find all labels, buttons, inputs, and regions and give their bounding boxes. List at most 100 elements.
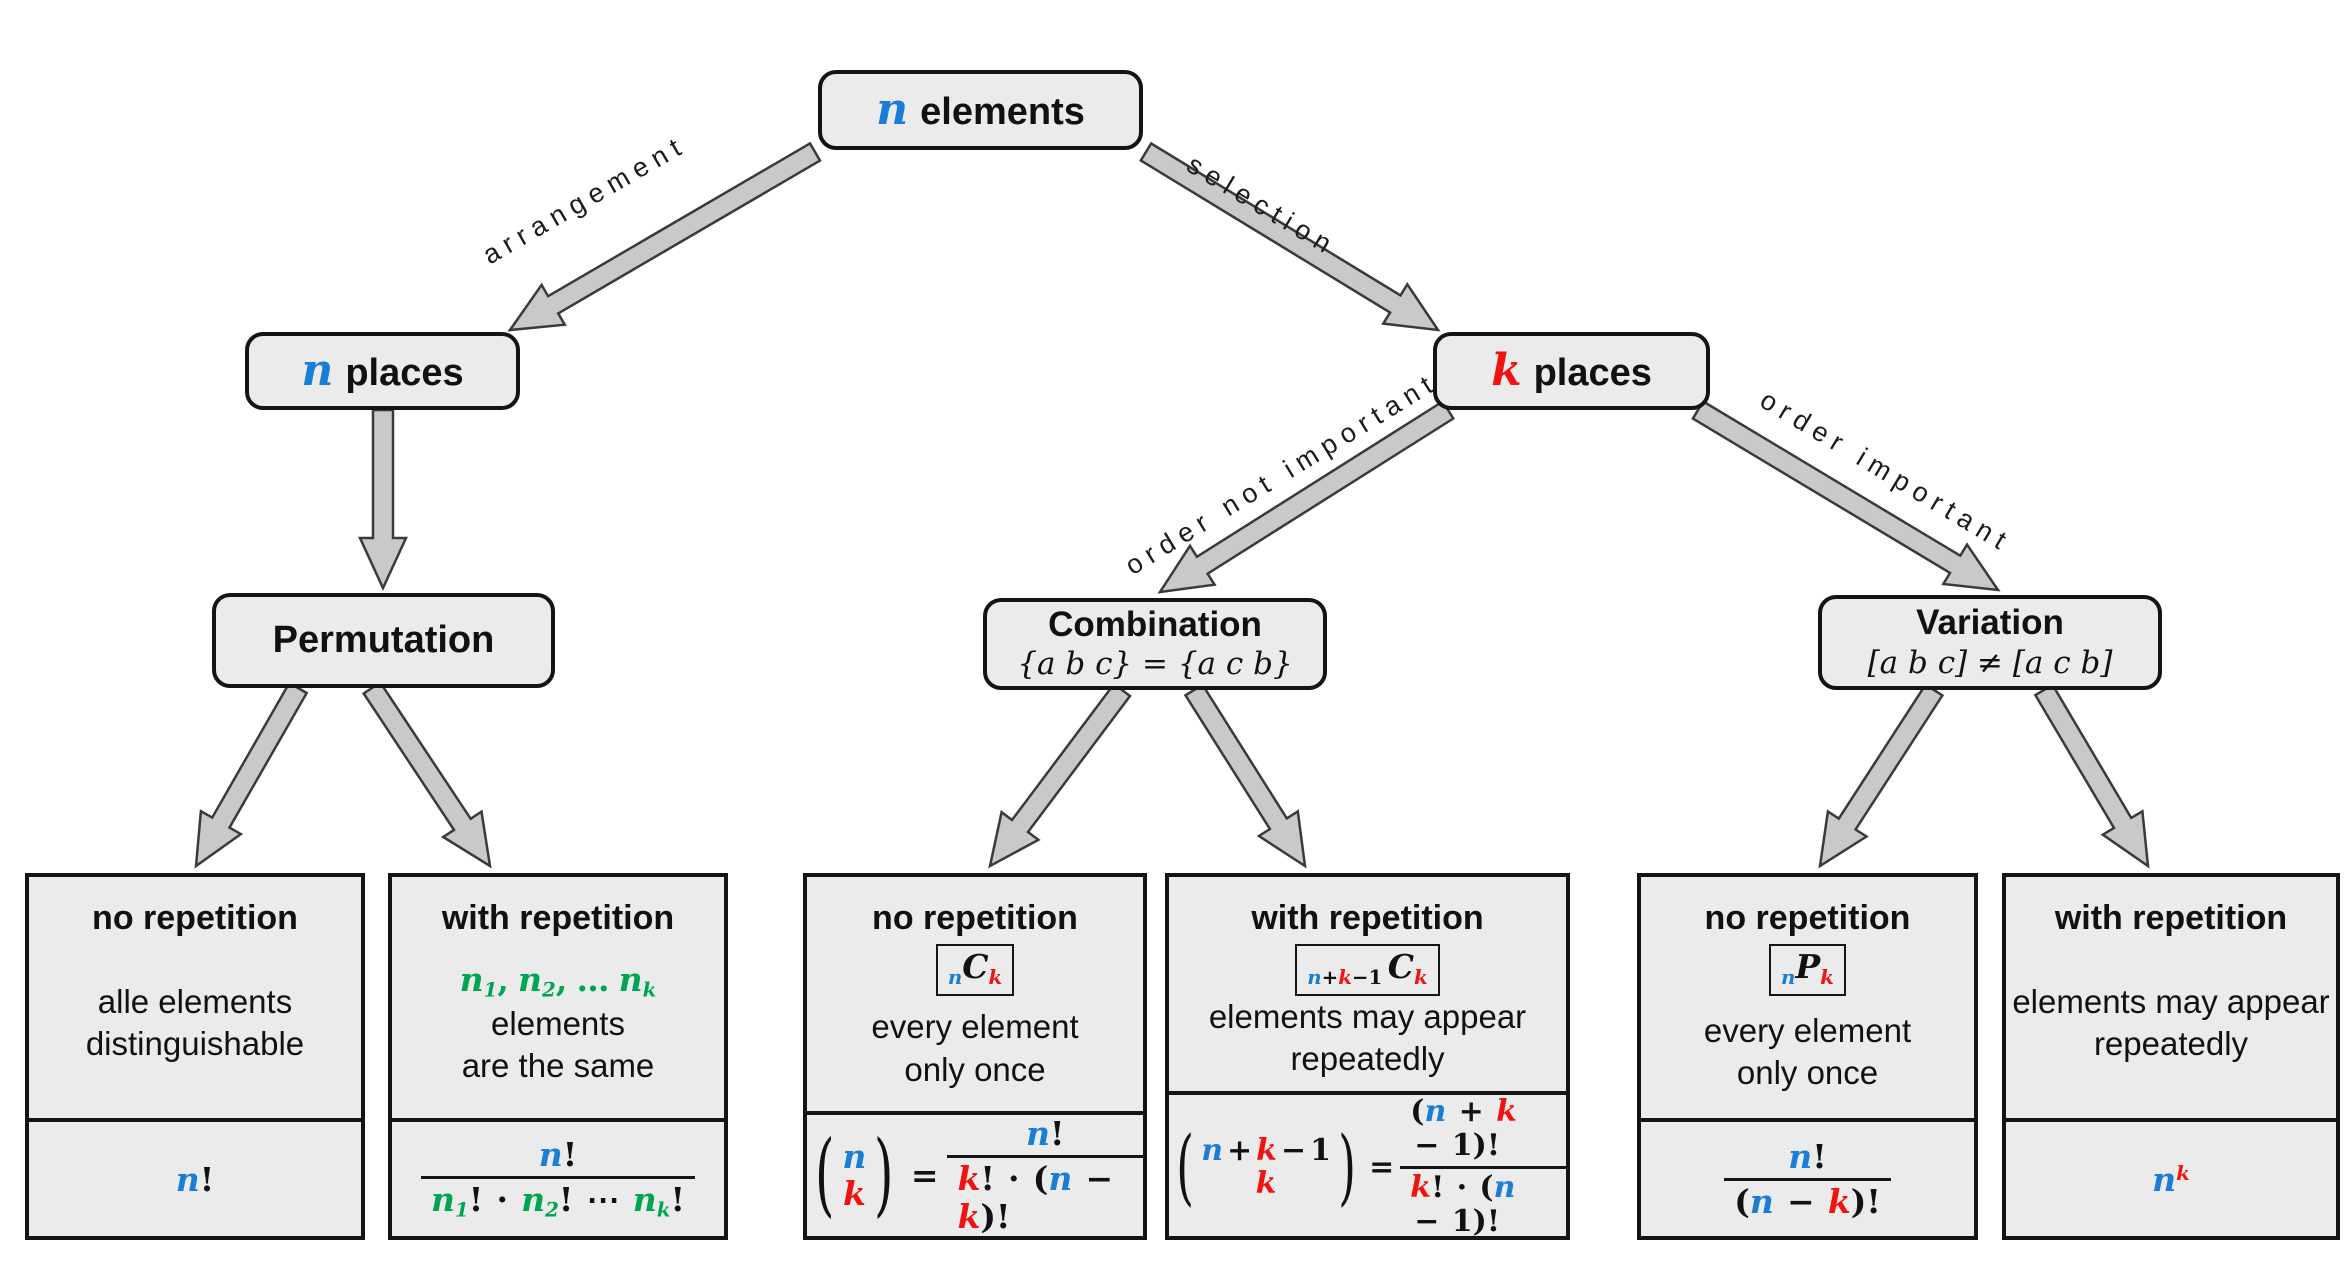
math-n: n [618,959,643,999]
math-cdot: · [1008,1159,1020,1199]
body-line: repeatedly [2093,1025,2249,1062]
paren-right: ) [874,1122,894,1228]
arrow-variation-to-no-rep [1818,682,1945,869]
node-combination: Combination {a b c} = {a c b} [983,598,1327,690]
body-line: only once [904,1050,1046,1088]
math-sub1: 1 [483,977,498,1002]
math-comma: , [555,959,568,999]
node-permutation-title: Permutation [272,618,495,661]
math-bang: ! [199,1159,215,1199]
arrow-arrangement [507,141,822,332]
leaf-body: alle elements distinguishable [86,938,304,1118]
body-line: every element [1703,1011,1912,1049]
paren-left: ( [1176,1119,1194,1216]
body-line: repeatedly [1290,1040,1445,1078]
math-rp: ) [980,1197,996,1237]
math-bang: ! [995,1197,1011,1237]
body-line: distinguishable [85,1025,305,1062]
math-one: 1 [1368,965,1383,990]
math-lp: ( [1032,1159,1049,1199]
math-C: C [962,947,989,986]
math-n: n [947,965,963,990]
arrow-variation-to-with-rep [2033,683,2150,869]
math-eq: = [1369,1149,1395,1185]
leaf-body: elements may appear repeatedly [1209,996,1526,1090]
math-rp: ) [1472,1204,1487,1240]
body-line: only once [1736,1054,1879,1092]
math-minus: − [1085,1159,1114,1199]
formula-multiset-permutation: n! n1! · n2! ⋯ nk! [421,1136,695,1221]
math-n: n [431,1180,456,1220]
formula-multiset-binomial: ( n+k−1 k ) = (n + k − 1)! [1169,1093,1566,1240]
math-cdot: · [496,1180,508,1220]
leaf-body: every element only once [871,996,1078,1111]
math-n: n [1781,965,1796,990]
math-k: k [1338,965,1352,990]
math-lp: ( [1410,1093,1425,1129]
math-bang: ! [1812,1136,1827,1176]
leaf-body: elements may appear repeatedly [2012,938,2329,1118]
math-one: 1 [1310,1133,1331,1169]
node-combination-title: Combination [1048,604,1262,644]
math-k: k [957,1159,981,1199]
math-k: k [1256,1133,1277,1169]
paren-left: ( [814,1122,835,1228]
leaf-combination-no-repetition: no repetition nCk every element only onc… [803,873,1147,1240]
node-label: places [1533,351,1652,394]
node-combination-example: {a b c} = {a c b} [1017,646,1293,683]
arrow-n-places-to-permutation [358,408,408,591]
math-P: P [1795,947,1821,986]
math-sub1: 1 [455,1197,469,1222]
node-label: elements [920,90,1085,133]
math-minus: − [1280,1133,1307,1169]
math-eq: = [910,1156,939,1196]
math-k: k [957,1197,981,1237]
math-n: n [1788,1136,1813,1176]
math-one: 1 [1451,1128,1473,1164]
node-variation-title: Variation [1916,603,2064,643]
math-k: k [1827,1181,1851,1221]
math-k: k [1414,965,1428,990]
leaf-header: with repetition [2054,899,2288,937]
body-line: are the same [461,1046,655,1084]
math-k: k [1255,1166,1277,1202]
math-n: n [521,1180,546,1220]
math-one: 1 [1451,1204,1473,1240]
math-rp: ) [1850,1181,1867,1221]
math-sub2: 2 [545,1197,559,1222]
leaf-body: n1, n2, … nk elements are the same [392,938,724,1118]
math-n: n [2152,1159,2177,1199]
math-n: n [1493,1169,1516,1205]
math-cdot: · [1456,1169,1468,1205]
math-comma: , [497,959,509,999]
math-n: n [1025,1114,1050,1154]
math-plus: + [1321,965,1339,990]
node-variation: Variation [a b c] ≠ [a c b] [1818,595,2162,690]
math-subk: k [642,977,657,1002]
leaf-variation-with-repetition: with repetition elements may appear repe… [2002,873,2340,1240]
math-k: k [1496,1093,1517,1129]
arrow-order-important [1691,399,2001,592]
math-n: n [1749,1181,1774,1221]
math-k: k [2176,1160,2190,1185]
math-n: n [632,1180,657,1220]
math-plus: + [1227,1133,1253,1169]
math-n: n [518,959,543,999]
math-n: n [1201,1133,1223,1169]
math-k: k [1410,1169,1432,1205]
math-minus: − [1786,1181,1815,1221]
math-lp: ( [1479,1169,1494,1205]
leaf-variation-no-repetition: no repetition nPk every element only onc… [1637,873,1978,1240]
arrow-combination-to-no-rep [988,682,1132,869]
math-bang: ! [1486,1204,1501,1240]
formula-n-factorial: n! [176,1160,215,1199]
leaf-header: with repetition [441,899,675,937]
leaf-combination-with-repetition: with repetition n+k−1 Ck elements may ap… [1165,873,1570,1240]
math-bang: ! [1431,1169,1445,1205]
arrow-permutation-to-with-rep [361,680,492,869]
